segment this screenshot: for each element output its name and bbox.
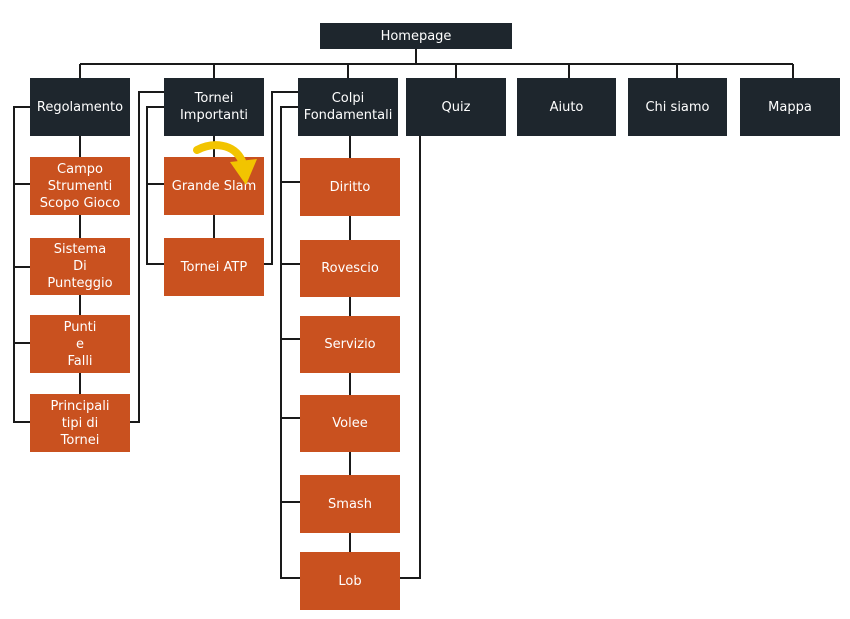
- node-sistema-punteggio[interactable]: Sistema Di Punteggio: [30, 238, 130, 295]
- node-chi-siamo[interactable]: Chi siamo: [628, 78, 727, 136]
- connector-tornei-spine: [146, 106, 164, 265]
- node-diritto[interactable]: Diritto: [300, 158, 400, 216]
- node-lob[interactable]: Lob: [300, 552, 400, 610]
- node-volee[interactable]: Volee: [300, 395, 400, 452]
- node-tornei-importanti[interactable]: Tornei Importanti: [164, 78, 264, 136]
- node-smash[interactable]: Smash: [300, 475, 400, 533]
- node-mappa[interactable]: Mappa: [740, 78, 840, 136]
- node-homepage[interactable]: Homepage: [320, 23, 512, 49]
- node-colpi-fondamentali[interactable]: Colpi Fondamentali: [298, 78, 398, 136]
- connector-colpi-spine: [280, 106, 300, 579]
- node-aiuto[interactable]: Aiuto: [517, 78, 616, 136]
- node-campo-strumenti[interactable]: Campo Strumenti Scopo Gioco: [30, 157, 130, 215]
- node-quiz[interactable]: Quiz: [406, 78, 506, 136]
- node-rovescio[interactable]: Rovescio: [300, 240, 400, 297]
- connector-atp-to-colpi: [264, 91, 298, 265]
- node-punti-falli[interactable]: Punti e Falli: [30, 315, 130, 373]
- node-servizio[interactable]: Servizio: [300, 316, 400, 373]
- curved-arrow-icon: [193, 141, 257, 185]
- node-regolamento[interactable]: Regolamento: [30, 78, 130, 136]
- connector-principali-to-tornei: [130, 91, 164, 423]
- node-tornei-atp[interactable]: Tornei ATP: [164, 238, 264, 296]
- node-principali-tornei[interactable]: Principali tipi di Tornei: [30, 394, 130, 452]
- connector-regolamento-spine: [13, 106, 30, 423]
- connector-lob-to-quiz: [400, 136, 421, 579]
